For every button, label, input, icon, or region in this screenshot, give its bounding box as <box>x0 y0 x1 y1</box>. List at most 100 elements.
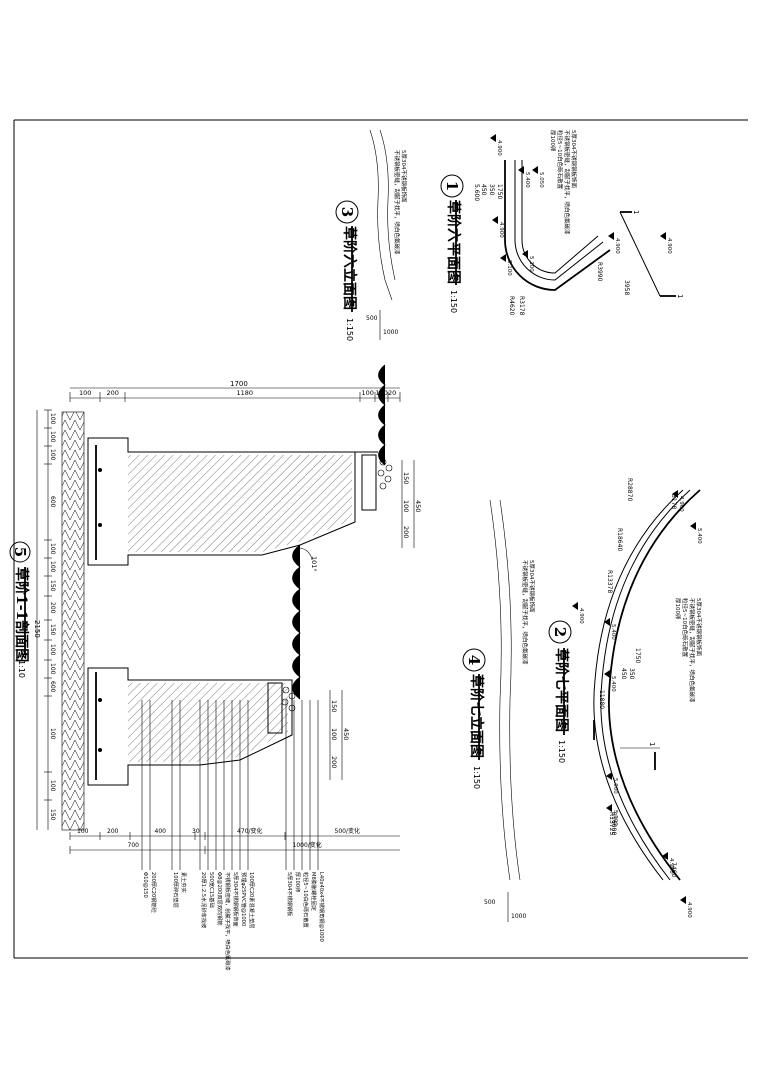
plan6-section-label: 1 <box>632 210 640 214</box>
plan7-dim-1750: 1750 <box>634 648 641 663</box>
section-left-dim: 100 <box>49 561 56 573</box>
elev6-number-circle <box>335 200 359 224</box>
section-bottom-dim-1: 470/变化 <box>237 827 262 835</box>
section-left-dim: 100 <box>49 644 56 656</box>
plan7-elevation: 4.900 <box>678 496 684 512</box>
section-number-circle <box>9 541 31 563</box>
plan7-number-circle <box>548 620 572 644</box>
callout-text: 不锈钢板密缝，刮腻子找平，喷白色氟碳漆 <box>224 872 232 971</box>
elev6-profile-2 <box>379 129 396 281</box>
plan6-number: 1 <box>443 181 461 191</box>
section-bottom-dim-1: 200 <box>107 828 119 835</box>
elev6-profile <box>369 129 393 301</box>
right-upper-dim-2: 100 <box>402 500 410 512</box>
plan7-note-2: 不锈钢板密缝，刮腻子找平，喷白色氟碳漆 <box>688 598 696 703</box>
plan7-radius-2: R18640 <box>616 528 623 551</box>
elevation-triangle <box>660 232 666 240</box>
plan6-note-1: 5厚304不锈钢钢板饰面 <box>570 130 578 188</box>
rebar-dot <box>98 748 102 752</box>
elevation-triangle <box>500 254 506 262</box>
plan6-note-2: 不锈钢板密缝，刮腻子找平，喷白色氟碳漆 <box>563 130 571 235</box>
elev7-number-circle <box>462 648 486 672</box>
plan7-dim-11880: 11880 <box>598 690 605 709</box>
callout-text: Φ10@150 <box>142 872 148 898</box>
callout-text: 500宽C15基础 <box>208 872 216 908</box>
elev7-note-1: 5厚304不锈钢板饰面 <box>528 560 536 613</box>
section-left-dim: 600 <box>49 681 56 693</box>
plan7-title: 草阶七平面图 <box>553 648 570 732</box>
callout-text: 200厚C20钢筋砼 <box>150 872 158 914</box>
rebar-dot <box>98 698 102 702</box>
plan7-inner-edge <box>593 489 684 881</box>
plan6-dim-450: 450 <box>480 184 487 196</box>
plan7-elevation: 5.900 <box>612 778 618 794</box>
elevation-triangle <box>604 670 610 678</box>
elev6-number: 3 <box>338 207 356 217</box>
section-top-dim: 1180 <box>237 389 254 397</box>
plan6-title: 草阶六平面图 <box>445 200 462 284</box>
elev7-scalebar-a: 500 <box>484 899 496 906</box>
callout-text: L40x40x4不锈钢角钢@1000 <box>318 872 326 942</box>
section-bottom-dim-1: 500/变化 <box>335 827 360 835</box>
plan7-note-3: 粒径5~10白色砾石散置 <box>681 598 689 658</box>
plan7-elevation: 5.900 <box>612 810 618 826</box>
section-top-total: 1700 <box>230 380 248 388</box>
right-lower-dim-3: 200 <box>330 756 338 768</box>
elevation-triangle <box>680 896 686 904</box>
plan7-dist-2: 3178 <box>670 494 677 509</box>
plan7-section-label: 1 <box>648 742 656 746</box>
section-drawing: 1700 100200118010011020 2150 10010010060… <box>9 364 422 971</box>
plan6-dim-5600: 5.600 <box>473 184 480 201</box>
plan7-radius-3: R13378 <box>606 570 613 593</box>
rebar-dot <box>98 523 102 527</box>
section-left-dim: 100 <box>49 663 56 675</box>
elevation-triangle <box>522 250 528 258</box>
upper-wall-hatch <box>128 455 352 552</box>
elevation-triangle <box>606 804 612 812</box>
plan6-note-4: 厚100卵 <box>549 130 557 152</box>
plan6-elevation: 4.900 <box>498 222 504 238</box>
plan6-number-circle <box>440 174 464 198</box>
plan6-radius-2: R3178 <box>518 296 525 316</box>
section-soil <box>61 411 85 831</box>
section-bottom-dim-1: 100 <box>77 828 89 835</box>
elevation-triangle <box>604 618 610 626</box>
elev7-title: 草阶七立面图 <box>468 674 485 758</box>
section-left-dims: 1001001006001001001502001501001006001001… <box>44 409 56 821</box>
section-top-dims: 100200118010011020 <box>69 389 401 402</box>
plan7-elevation: 4.900 <box>578 608 584 624</box>
section-left-dim: 200 <box>49 602 56 614</box>
plan6-mid-edge <box>514 160 604 281</box>
plan6-radius-3: R3990 <box>596 262 603 282</box>
elev6-note-1: 5厚304不锈钢板饰面 <box>400 150 408 203</box>
elev7-number: 4 <box>465 655 483 665</box>
elev7-scalebar-b: 1000 <box>511 913 526 920</box>
plan6-dist: 3958 <box>623 280 630 295</box>
elev6-drawing: 5厚304不锈钢板饰面 不锈钢板密缝，刮腻子找平，喷白色氟碳漆 3 草阶六立面图… <box>335 129 408 341</box>
plan7-dim-450: 450 <box>620 668 627 680</box>
plan7-elevation: 5.400 <box>610 624 616 640</box>
section-left-dim: 100 <box>49 431 56 443</box>
plan7-outer-edge <box>608 489 701 881</box>
section-left-dim: 100 <box>49 728 56 740</box>
plan6-section-label: 1 <box>676 294 684 298</box>
elevation-triangle <box>690 522 696 530</box>
section-title-block: 5 草阶1-1剖面图 1:10 <box>9 541 31 678</box>
grass-middle <box>292 544 301 700</box>
section-bottom-dim-1: 400 <box>155 828 167 835</box>
callout-text: 100厚碎石垫层 <box>172 872 180 908</box>
plan6-notes: 5厚304不锈钢钢板饰面 不锈钢板密缝，刮腻子找平，喷白色氟碳漆 粒径5~10白… <box>549 130 578 235</box>
callout-text: Φ8@200双层双向钢筋 <box>216 872 224 926</box>
elevation-triangle <box>492 216 498 224</box>
elevation-triangle <box>672 490 678 498</box>
plan6-dim-350: 350 <box>488 184 495 196</box>
section-left-dim: 100 <box>49 780 56 792</box>
plan7-elevation: 5.400 <box>696 528 702 544</box>
plan6-elevation: 4.900 <box>496 140 502 156</box>
section-left-dim: 150 <box>49 809 56 821</box>
elevation-triangle <box>608 232 614 240</box>
elevation-triangle <box>572 602 578 610</box>
